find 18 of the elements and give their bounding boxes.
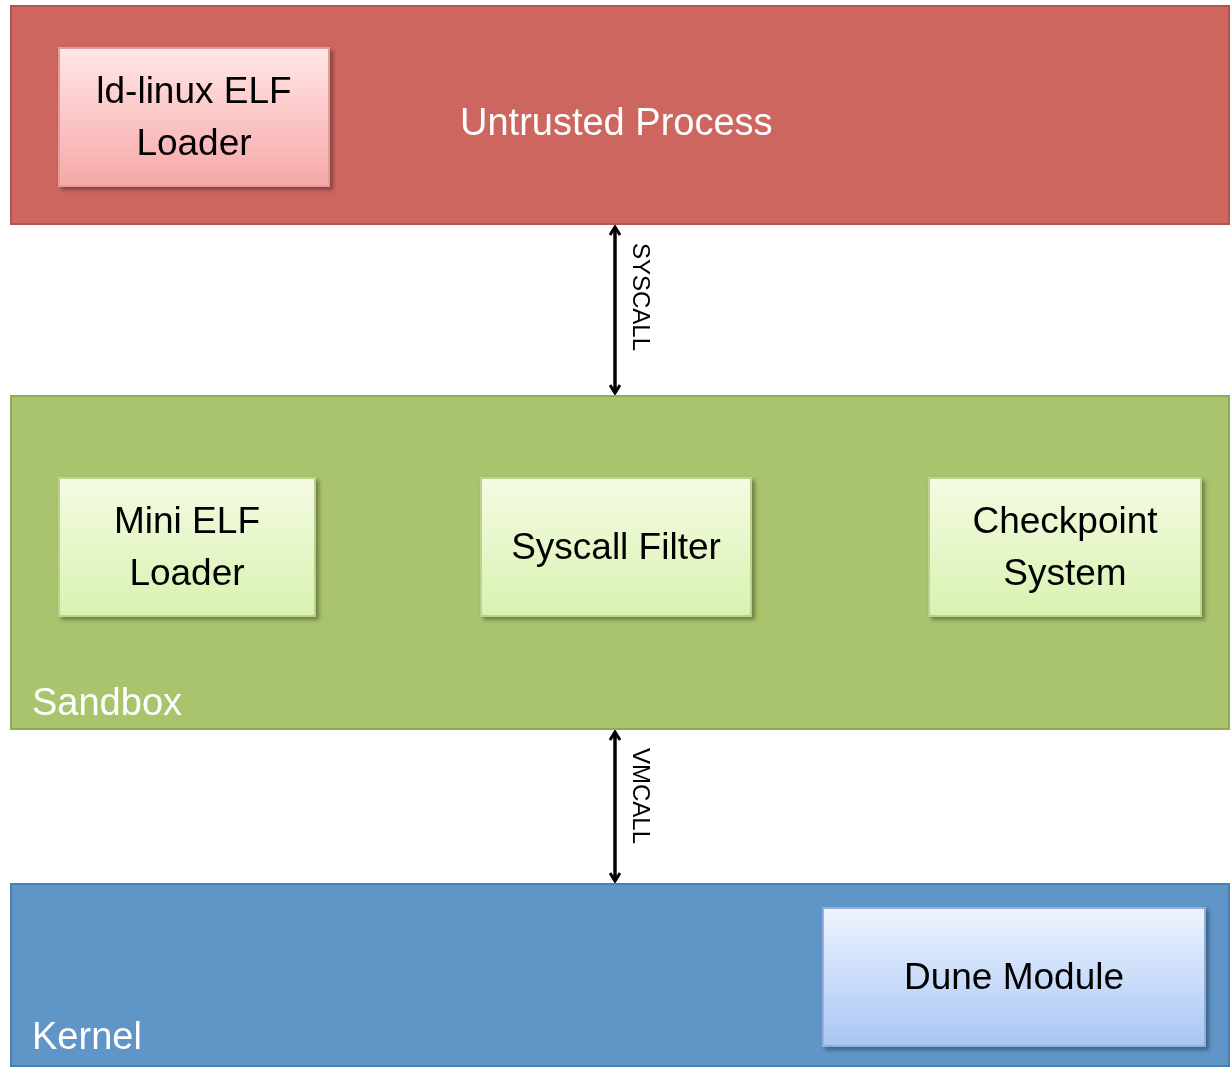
component-box xyxy=(822,907,1206,1047)
component-box xyxy=(480,477,752,617)
band-title: Sandbox xyxy=(32,680,182,725)
band-title: Kernel xyxy=(32,1014,142,1059)
component-label: Mini ELF Loader xyxy=(113,499,261,595)
kernel-band xyxy=(10,883,1230,1067)
component-box xyxy=(58,47,330,187)
component-box xyxy=(928,477,1202,617)
component-label: Syscall Filter xyxy=(510,525,722,570)
double-arrow xyxy=(608,225,622,395)
double-arrow xyxy=(608,730,622,883)
component-label: Checkpoint System xyxy=(971,499,1159,595)
sandbox-band xyxy=(10,395,1230,730)
component-label: ld-linux ELF Loader xyxy=(95,69,293,165)
band-title: Untrusted Process xyxy=(460,100,773,145)
component-box xyxy=(58,477,316,617)
component-label: Dune Module xyxy=(902,955,1126,1000)
process-band xyxy=(10,5,1230,225)
